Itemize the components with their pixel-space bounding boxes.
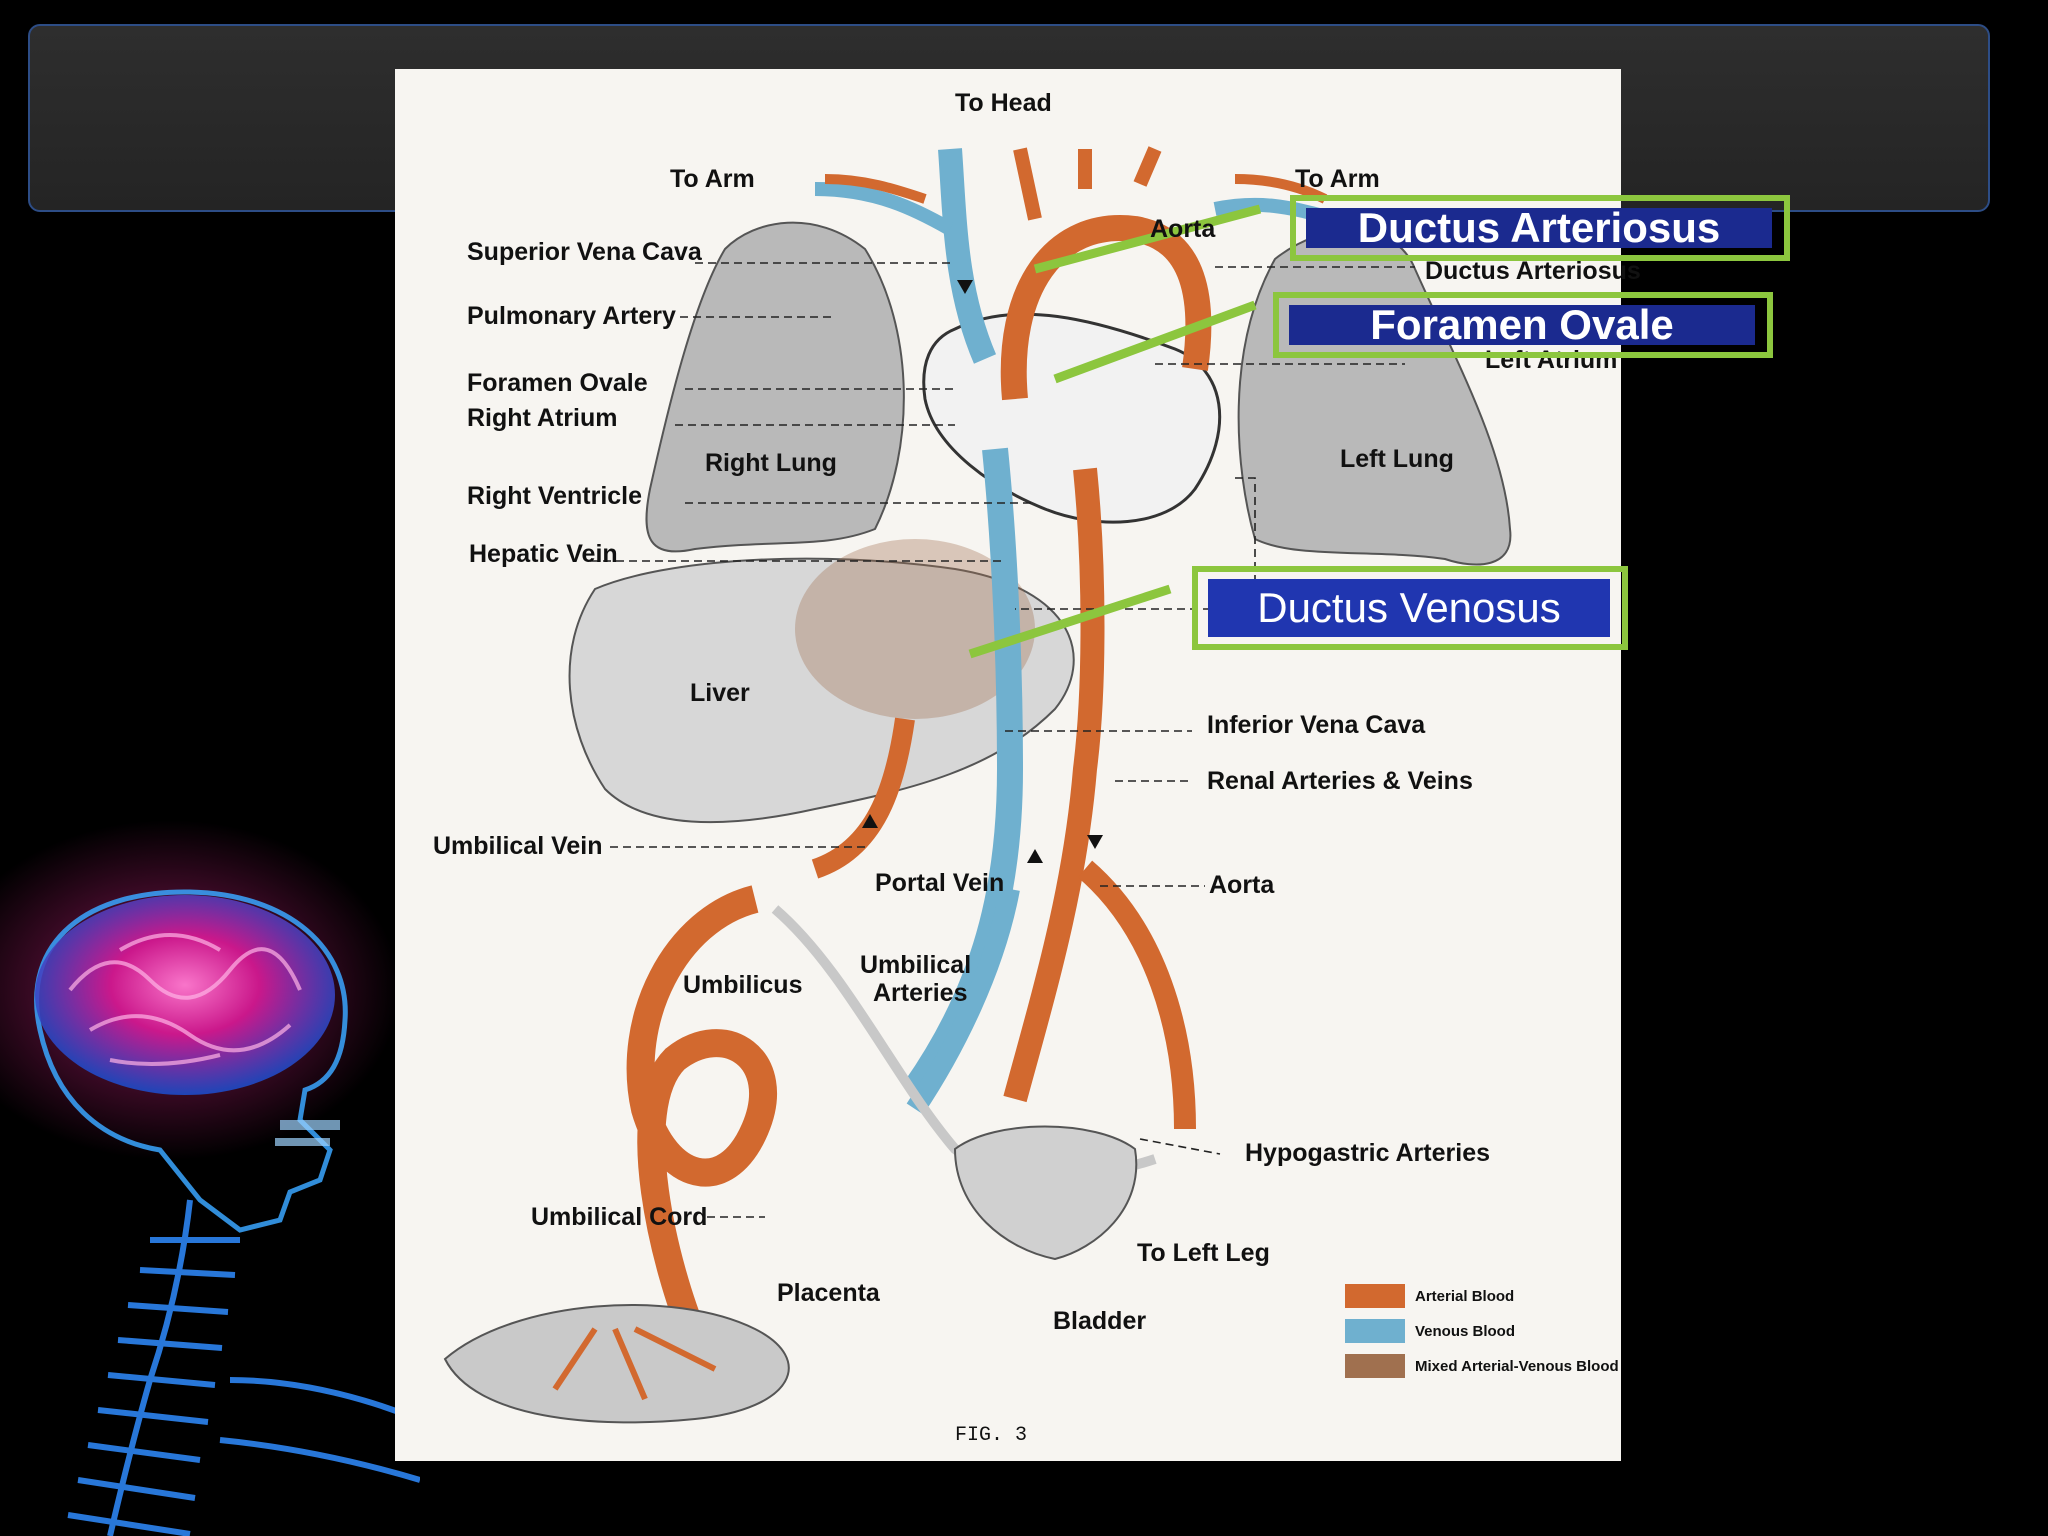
fetal-circulation-diagram bbox=[443, 146, 1512, 1424]
label-umbilical: Umbilical bbox=[860, 951, 972, 979]
label-inferior-vena-cava: Inferior Vena Cava bbox=[1207, 711, 1426, 739]
bladder bbox=[953, 1125, 1138, 1261]
legend-label-venous: Venous Blood bbox=[1415, 1323, 1516, 1340]
label-pulmonary-artery: Pulmonary Artery bbox=[467, 302, 676, 330]
callout-ductus-venosus: Ductus Venosus bbox=[1192, 566, 1628, 650]
label-renal-arteries-veins: Renal Arteries & Veins bbox=[1207, 767, 1473, 795]
label-umbilical-vein: Umbilical Vein bbox=[433, 832, 603, 860]
legend-swatch-mixed bbox=[1345, 1354, 1405, 1378]
label-left-atrium: Left Atrium bbox=[1485, 346, 1618, 374]
callout-ductus-arteriosus-text: Ductus Arteriosus bbox=[1306, 204, 1772, 251]
right-lung bbox=[645, 221, 905, 553]
umbilical-cord bbox=[626, 885, 777, 1345]
label-to-arm-right: To Arm bbox=[1295, 165, 1380, 193]
label-arteries: Arteries bbox=[873, 979, 968, 1007]
label-hypogastric-arteries: Hypogastric Arteries bbox=[1245, 1139, 1490, 1167]
ductus-venosus-region bbox=[795, 539, 1035, 719]
umbilical-vein bbox=[811, 717, 915, 879]
legend-swatch-arterial bbox=[1345, 1284, 1405, 1308]
label-placenta: Placenta bbox=[777, 1279, 880, 1307]
label-to-arm-left: To Arm bbox=[670, 165, 755, 193]
label-bladder: Bladder bbox=[1053, 1307, 1147, 1335]
figure-number: FIG. 3 bbox=[955, 1424, 1028, 1447]
callout-ductus-arteriosus: Ductus Arteriosus bbox=[1290, 195, 1790, 261]
label-aorta: Aorta bbox=[1209, 871, 1275, 899]
aortic-arch bbox=[1000, 215, 1212, 401]
label-left-lung: Left Lung bbox=[1340, 445, 1454, 473]
callout-foramen-ovale: Foramen Ovale bbox=[1273, 292, 1773, 358]
label-hepatic-vein: Hepatic Vein bbox=[469, 540, 618, 568]
label-right-lung: Right Lung bbox=[705, 449, 837, 477]
label-foramen-ovale: Foramen Ovale bbox=[467, 369, 648, 397]
iliac-vein bbox=[906, 887, 1020, 1115]
liver bbox=[568, 557, 1075, 824]
fetal-circulation-figure: To Head To Arm To Arm Superior Vena Cava… bbox=[395, 69, 1641, 1461]
hypogastric-artery-right bbox=[1077, 860, 1196, 1130]
label-to-left-leg: To Left Leg bbox=[1137, 1239, 1270, 1267]
legend-label-mixed: Mixed Arterial-Venous Blood bbox=[1415, 1358, 1619, 1375]
callout-pointer-ductus-arteriosus bbox=[1033, 204, 1262, 274]
superior-vena-cava bbox=[938, 148, 997, 364]
callout-foramen-ovale-text: Foramen Ovale bbox=[1289, 301, 1755, 348]
label-right-atrium: Right Atrium bbox=[467, 404, 618, 432]
skeleton-brain-illustration bbox=[0, 820, 420, 1536]
label-umbilicus: Umbilicus bbox=[683, 971, 803, 999]
descending-aorta bbox=[1003, 467, 1105, 1103]
label-liver: Liver bbox=[690, 679, 750, 707]
label-to-head: To Head bbox=[955, 89, 1052, 117]
placenta bbox=[443, 1304, 790, 1424]
label-right-ventricle: Right Ventricle bbox=[467, 482, 643, 510]
callout-pointer-foramen-ovale bbox=[1053, 300, 1257, 384]
label-ductus-arteriosus: Ductus Arteriosus bbox=[1425, 257, 1641, 285]
label-portal-vein: Portal Vein bbox=[875, 869, 1005, 897]
callout-ductus-venosus-text: Ductus Venosus bbox=[1208, 579, 1610, 637]
label-aorta-top: Aorta bbox=[1150, 215, 1216, 243]
callout-pointer-ductus-venosus bbox=[968, 584, 1172, 659]
label-umbilical-cord: Umbilical Cord bbox=[531, 1203, 708, 1231]
legend-label-arterial: Arterial Blood bbox=[1415, 1288, 1515, 1305]
label-superior-vena-cava: Superior Vena Cava bbox=[467, 238, 702, 266]
legend-swatch-venous bbox=[1345, 1319, 1405, 1343]
